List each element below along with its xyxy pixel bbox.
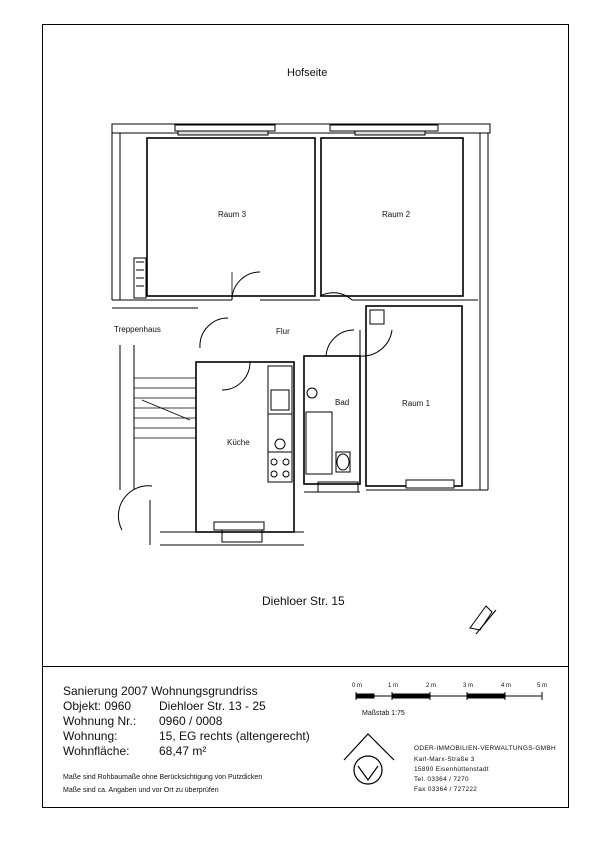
info-row-wohnung: Wohnung: 15, EG rechts (altengerecht) [63, 729, 310, 743]
info-value: 15, EG rechts (altengerecht) [159, 729, 310, 743]
info-key: Wohnfläche: [63, 744, 130, 758]
company-fax: Fax 03364 / 727222 [414, 786, 478, 793]
drawing-sheet [42, 24, 569, 808]
info-title: Sanierung 2007 Wohnungsgrundriss [63, 684, 258, 698]
info-value: 68,47 m² [159, 744, 207, 758]
info-block: Sanierung 2007 Wohnungsgrundriss Objekt:… [43, 666, 569, 809]
info-row-wohnflaeche: Wohnfläche: 68,47 m² [63, 744, 206, 758]
company-address-line2: 15890 Eisenhüttenstadt [414, 766, 489, 773]
scale-tick-1: 1 m [388, 683, 399, 689]
info-value: Diehloer Str. 13 - 25 [159, 699, 266, 713]
company-address-line1: Karl-Marx-Straße 3 [414, 756, 475, 763]
street-label: Diehloer Str. 15 [262, 594, 345, 608]
note-rohbaumasse: Maße sind Rohbaumaße ohne Berücksichtigu… [63, 774, 263, 781]
info-key: Wohnung Nr.: [63, 714, 137, 728]
company-phone: Tel. 03364 / 7270 [414, 776, 469, 783]
scale-tick-5: 5 m [537, 683, 548, 689]
info-key: Objekt: 0960 [63, 699, 132, 713]
room-treppenhaus-label: Treppenhaus [114, 325, 161, 334]
info-row-objekt: Objekt: 0960 Diehloer Str. 13 - 25 [63, 699, 266, 713]
info-value: 0960 / 0008 [159, 714, 223, 728]
room-kueche-label: Küche [227, 438, 250, 447]
scale-tick-3: 3 m [463, 683, 474, 689]
info-row-wohnung-nr: Wohnung Nr.: 0960 / 0008 [63, 714, 222, 728]
scale-bar [355, 692, 543, 700]
scale-label: Maßstab 1:75 [362, 710, 405, 717]
scale-tick-4: 4 m [501, 683, 512, 689]
hofseite-label: Hofseite [287, 67, 328, 79]
room-raum2-label: Raum 2 [382, 210, 411, 219]
scale-tick-0: 0 m [352, 683, 363, 689]
room-raum3-label: Raum 3 [218, 210, 247, 219]
company-name: ODER-IMMOBILIEN-VERWALTUNGS-GMBH [414, 745, 557, 752]
room-flur-label: Flur [276, 327, 290, 336]
note-vor-ort: Maße sind ca. Angaben und vor Ort zu übe… [63, 787, 219, 794]
scale-tick-2: 2 m [426, 683, 437, 689]
info-key: Wohnung: [63, 729, 118, 743]
room-raum1-label: Raum 1 [402, 399, 431, 408]
room-bad-label: Bad [335, 398, 350, 407]
company-logo [343, 733, 395, 785]
